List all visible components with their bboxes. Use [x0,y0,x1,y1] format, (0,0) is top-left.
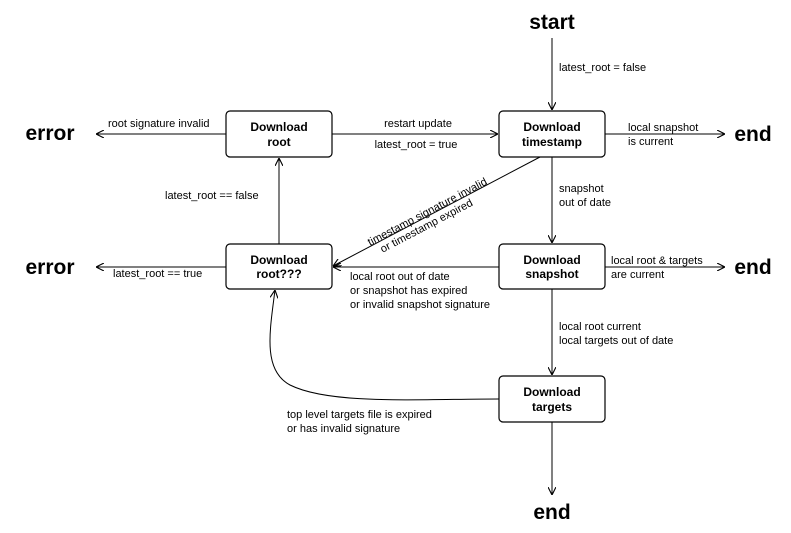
node-download-snapshot: Download snapshot [498,243,606,290]
label-timestamp-to-retry: timestamp signature invalid or timestamp… [366,176,490,256]
end-terminal-top: end [734,123,771,146]
label-retry-to-error: latest_root == true [113,268,202,280]
node-download-targets: Download targets [498,375,606,423]
edge-targets-to-retry [269,290,500,401]
label-timestamp-to-end-line2: is current [628,136,673,148]
end-terminal-mid: end [734,256,771,279]
start-terminal: start [529,11,575,34]
node-download-root-retry: Download root??? [225,243,333,290]
node-download-root-line1: Download [250,120,307,134]
node-download-root: Download root [225,110,333,158]
label-snapshot-to-targets-line2: local targets out of date [559,335,673,347]
label-timestamp-to-snapshot-line1: snapshot [559,183,604,195]
node-download-snapshot-line2: snapshot [525,267,578,281]
node-download-timestamp: Download timestamp [498,110,606,158]
error-terminal-top: error [25,122,74,145]
node-download-targets-line1: Download [523,385,580,399]
label-root-to-error: root signature invalid [108,118,210,130]
label-root-to-timestamp-top: restart update [384,118,452,130]
node-download-timestamp-line2: timestamp [522,135,582,149]
label-timestamp-to-retry-line1: timestamp signature invalid [366,176,490,249]
label-snapshot-to-retry-line2: or snapshot has expired [350,285,467,297]
edge-timestamp-to-retry [333,156,541,266]
label-timestamp-to-snapshot-line2: out of date [559,197,611,209]
label-snapshot-to-end-line1: local root & targets [611,255,703,267]
label-snapshot-to-end-line2: are current [611,269,664,281]
node-download-root-retry-line1: Download [250,253,307,267]
node-download-root-line2: root [267,135,290,149]
label-snapshot-to-targets-line1: local root current [559,321,641,333]
label-targets-to-retry-line1: top level targets file is expired [287,409,432,421]
label-targets-to-retry-line2: or has invalid signature [287,423,400,435]
node-download-timestamp-line1: Download [523,120,580,134]
label-snapshot-to-retry-line3: or invalid snapshot signature [350,299,490,311]
label-root-to-timestamp-bottom: latest_root = true [375,139,458,151]
label-retry-to-root: latest_root == false [165,190,259,202]
error-terminal-mid: error [25,256,74,279]
node-download-snapshot-line1: Download [523,253,580,267]
label-start-to-timestamp: latest_root = false [559,62,646,74]
label-timestamp-to-end-line1: local snapshot [628,122,698,134]
label-snapshot-to-retry-line1: local root out of date [350,271,450,283]
node-download-root-retry-line2: root??? [256,267,301,281]
end-terminal-bottom: end [533,501,570,524]
node-download-targets-line2: targets [532,400,572,414]
